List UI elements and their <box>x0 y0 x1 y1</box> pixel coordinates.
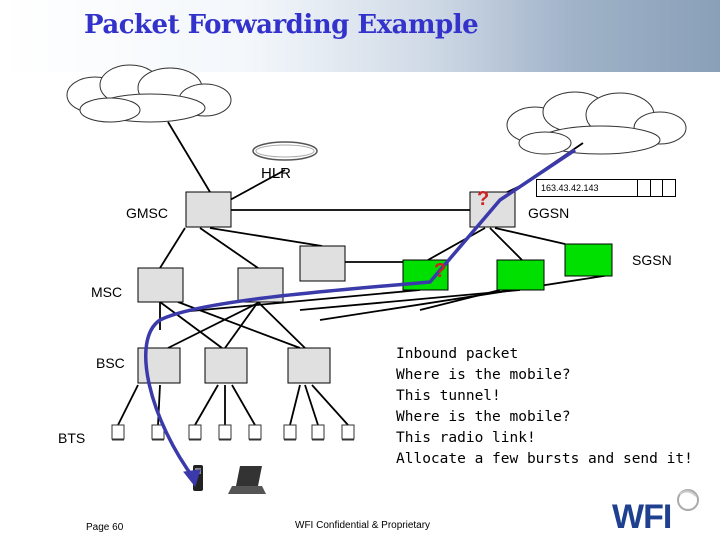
note-line: This radio link! <box>396 430 536 446</box>
logo-text: WFI <box>612 498 672 536</box>
note-line: Where is the mobile? <box>396 367 571 383</box>
sgsn-node-3 <box>564 243 613 277</box>
cloud-left <box>66 64 232 123</box>
note-line: Allocate a few bursts and send it! <box>396 451 693 467</box>
hlr-label: HLR <box>261 165 292 182</box>
bsc-node-2 <box>204 347 248 384</box>
note-line: Inbound packet <box>396 346 519 362</box>
sgsn-node-2 <box>496 259 545 291</box>
note-line: This tunnel! <box>396 388 501 404</box>
gmsc-node <box>185 191 232 228</box>
bsc-label: BSC <box>96 355 125 371</box>
msc-node-2 <box>237 267 284 303</box>
msc-label: MSC <box>91 284 123 300</box>
laptop-icon <box>228 466 266 494</box>
bts-antenna-icon <box>341 424 355 441</box>
bsc-node-3 <box>287 347 331 384</box>
confidential-footer: WFI Confidential & Proprietary <box>295 520 431 531</box>
bts-antenna-icon <box>283 424 297 441</box>
ggsn-label: GGSN <box>528 205 570 221</box>
bts-antenna-icon <box>151 424 165 441</box>
notes-text: Inbound packet Where is the mobile? This… <box>396 344 693 470</box>
msc-node-1 <box>137 267 184 303</box>
bts-antenna-icon <box>188 424 202 441</box>
bts-antenna-icon <box>111 424 125 441</box>
sgsn-node-1 <box>402 259 449 291</box>
wfi-logo-icon <box>677 489 699 511</box>
gmsc-label: GMSC <box>126 205 168 221</box>
sgsn-label: SGSN <box>632 252 672 268</box>
cloud-right <box>506 91 687 155</box>
bts-antenna-icon <box>248 424 262 441</box>
note-line: Where is the mobile? <box>396 409 571 425</box>
links <box>117 121 611 426</box>
slide-title: Packet Forwarding Example <box>84 10 479 40</box>
bts-antenna-icon <box>218 424 232 441</box>
bts-label: BTS <box>58 430 86 446</box>
ip-address: 163.43.42.143 <box>537 180 638 196</box>
ip-address-box: 163.43.42.143 <box>536 179 676 197</box>
header-band <box>0 0 720 72</box>
hlr-icon <box>252 141 318 161</box>
bts-antenna-icon <box>311 424 325 441</box>
page-number: Page 60 <box>86 522 124 533</box>
route-arrow <box>144 148 576 488</box>
bts-icons <box>111 424 355 441</box>
question-mark-sgsn: ? <box>434 260 447 282</box>
question-mark-ggsn: ? <box>477 188 490 210</box>
core-node <box>299 245 346 282</box>
